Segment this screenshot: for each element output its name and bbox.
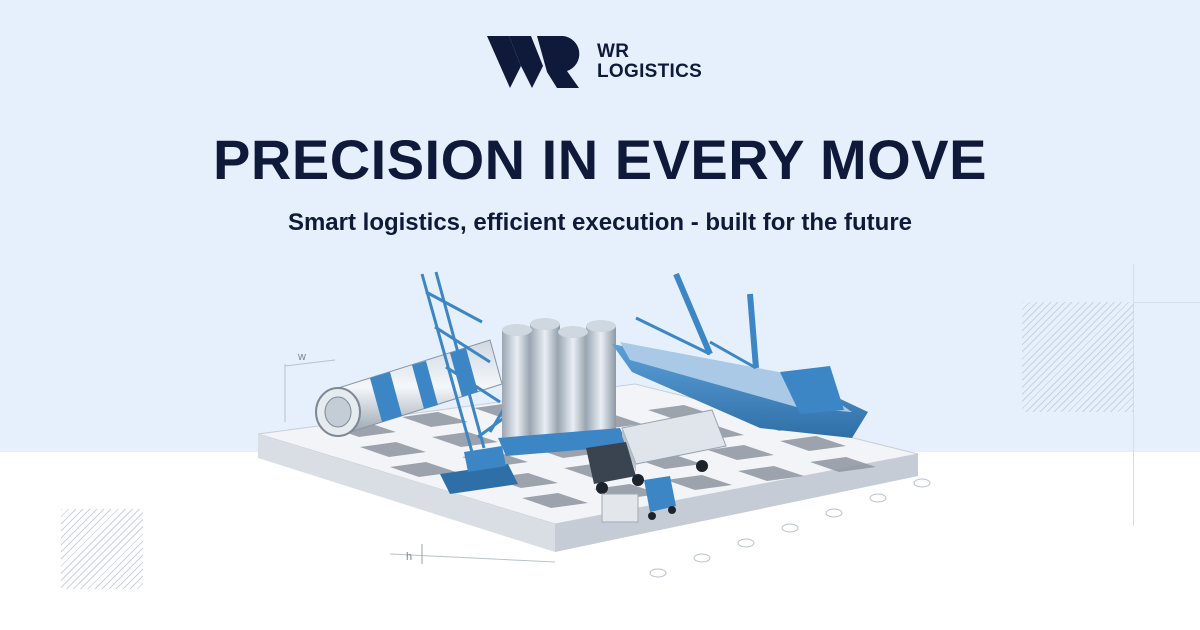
forklift-with-pallets <box>601 476 676 523</box>
decorative-hatch-pattern-right <box>1022 302 1134 412</box>
dimension-label-width: w <box>297 351 306 363</box>
logistics-chessboard-illustration: w h <box>257 271 931 578</box>
storage-silos <box>498 318 628 456</box>
brand-name-line2: LOGISTICS <box>597 61 703 82</box>
crawler-crane <box>420 271 513 453</box>
page-title: PRECISION IN EVERY MOVE <box>213 128 987 191</box>
cargo-ship <box>612 272 868 438</box>
decorative-hatch-pattern-left <box>61 509 143 589</box>
page-subtitle: Smart logistics, efficient execution - b… <box>287 209 913 236</box>
wr-logo-icon <box>487 36 580 88</box>
semi-truck <box>586 409 727 494</box>
brand-name-line1: WR <box>597 41 630 62</box>
brand-logo[interactable]: WR LOGISTICS <box>487 36 727 94</box>
brand-name: WR LOGISTICS <box>597 42 702 82</box>
dimension-label-height: h <box>406 551 412 563</box>
decorative-line-horizontal <box>1133 302 1200 303</box>
